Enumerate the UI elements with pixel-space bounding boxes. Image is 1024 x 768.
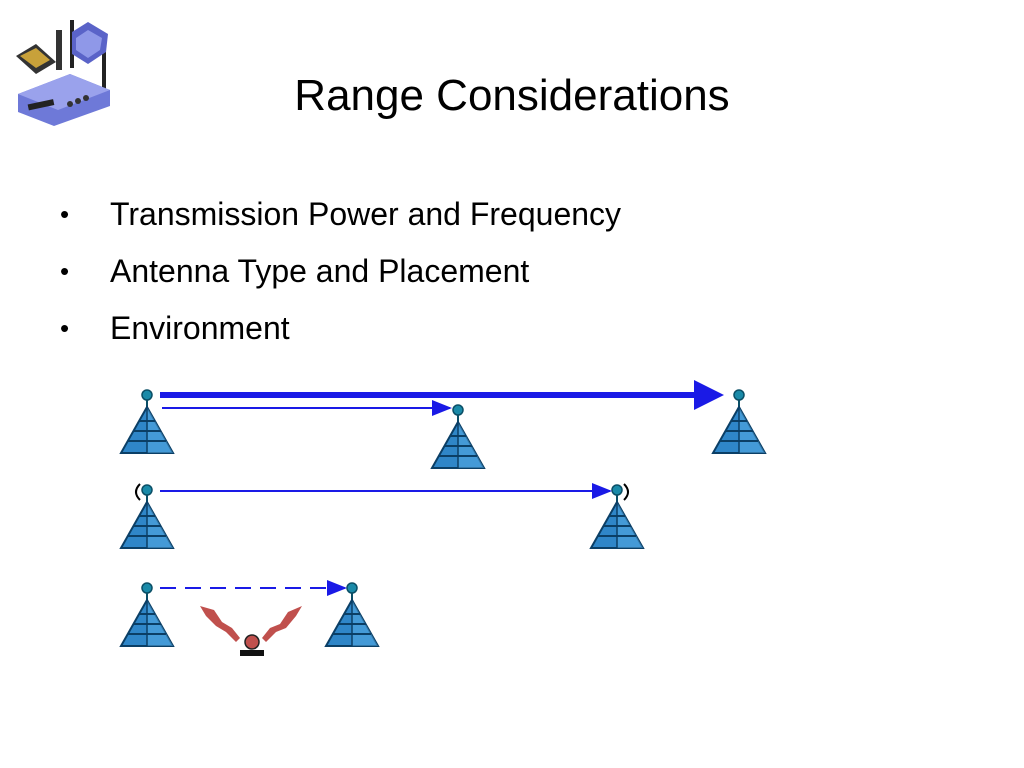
antenna-tower-icon <box>712 389 766 454</box>
bullet-text: Environment <box>110 310 290 346</box>
bullet-list: • Transmission Power and Frequency • Ant… <box>60 186 621 357</box>
antenna-beam-icon <box>135 483 141 501</box>
bullet-glyph: • <box>60 199 70 229</box>
wireless-router-icon <box>16 20 110 126</box>
bullet-item: • Transmission Power and Frequency <box>60 186 621 243</box>
antenna-tower-icon <box>590 484 644 549</box>
bullet-glyph: • <box>60 313 70 343</box>
bullet-item: • Environment <box>60 300 621 357</box>
bullet-text: Antenna Type and Placement <box>110 253 530 289</box>
bullet-glyph: • <box>60 256 70 286</box>
bullet-item: • Antenna Type and Placement <box>60 243 621 300</box>
antenna-tower-icon <box>120 582 174 647</box>
antenna-tower-icon <box>325 582 379 647</box>
interference-source-icon <box>200 606 302 656</box>
antenna-tower-icon <box>120 484 174 549</box>
antenna-beam-icon <box>623 483 629 501</box>
antenna-tower-icon <box>431 404 485 469</box>
slide-title: Range Considerations <box>294 71 730 120</box>
range-diagram <box>120 380 766 656</box>
antenna-tower-icon <box>120 389 174 454</box>
bullet-text: Transmission Power and Frequency <box>110 196 622 232</box>
